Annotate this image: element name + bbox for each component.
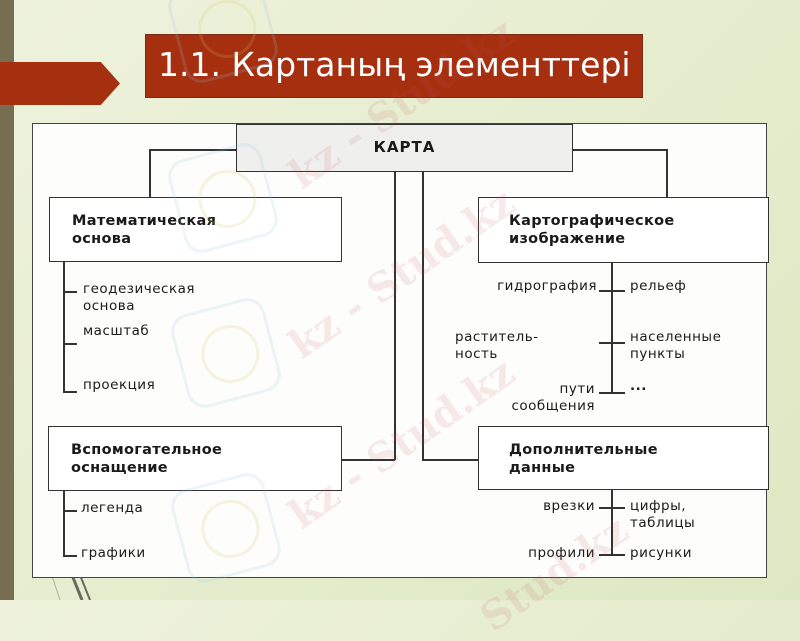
aux-tick-2	[63, 555, 77, 557]
node-title: Математическая основа	[72, 213, 217, 247]
leaf-item: рисунки	[630, 545, 693, 561]
root-node-label: КАРТА	[373, 138, 436, 156]
root-node-map: КАРТА	[236, 124, 573, 172]
aux-tick-1	[63, 510, 77, 512]
leaf-item: населенные пункты	[630, 329, 722, 362]
aux-branch-line	[63, 490, 65, 556]
slide-title: 1.1. Картаның элементтері	[158, 45, 631, 84]
connector-root-left-v	[149, 149, 151, 197]
leaf-item: гидрография	[497, 278, 597, 294]
node-additional-data: Дополнительные данные	[478, 426, 769, 490]
extra-tick-2	[599, 554, 625, 556]
math-branch-line	[63, 261, 65, 392]
leaf-item: цифры, таблицы	[630, 498, 696, 531]
carto-tick-2	[599, 342, 625, 344]
carto-tick-3	[599, 392, 625, 394]
connector-root-right-h	[572, 149, 666, 151]
math-tick-1	[63, 291, 77, 293]
carto-tick-1	[599, 290, 625, 292]
leaf-item: пути сообщения	[511, 381, 595, 414]
connector-root-down-right-v	[422, 172, 424, 460]
leaf-item: рельеф	[630, 278, 687, 294]
extra-tick-1	[599, 507, 625, 509]
math-tick-3	[63, 391, 77, 393]
map-elements-diagram: КАРТА Математическая основа Картографиче…	[32, 123, 769, 578]
connector-root-down-left-v	[394, 172, 396, 460]
side-accent-bar	[0, 0, 14, 600]
leaf-item: легенда	[81, 500, 144, 516]
leaf-item: геодезическая основа	[83, 281, 196, 314]
leaf-item: врезки	[543, 498, 595, 514]
leaf-item: проекция	[83, 377, 156, 393]
connector-root-down-left-h	[341, 459, 395, 461]
node-title: Дополнительные данные	[509, 442, 658, 476]
arrow-tab-decoration	[0, 62, 120, 105]
leaf-item: графики	[81, 545, 146, 561]
connector-root-down-right-h	[422, 459, 478, 461]
node-cartographic-image: Картографическое изображение	[478, 197, 769, 263]
title-banner: 1.1. Картаның элементтері	[145, 34, 643, 98]
node-auxiliary-equipment: Вспомогательное оснащение	[48, 426, 342, 491]
node-title: Вспомогательное оснащение	[71, 442, 223, 476]
leaf-item: масштаб	[83, 323, 150, 339]
connector-root-right-v	[666, 149, 668, 197]
node-title: Картографическое изображение	[509, 213, 675, 247]
extra-branch-line	[611, 489, 613, 555]
connector-root-left-h	[149, 149, 237, 151]
leaf-item: ...	[630, 378, 647, 394]
leaf-item: раститель- ность	[455, 329, 539, 362]
carto-branch-line	[611, 263, 613, 393]
leaf-item: профили	[528, 545, 595, 561]
node-mathematical-basis: Математическая основа	[49, 197, 342, 262]
math-tick-2	[63, 343, 77, 345]
